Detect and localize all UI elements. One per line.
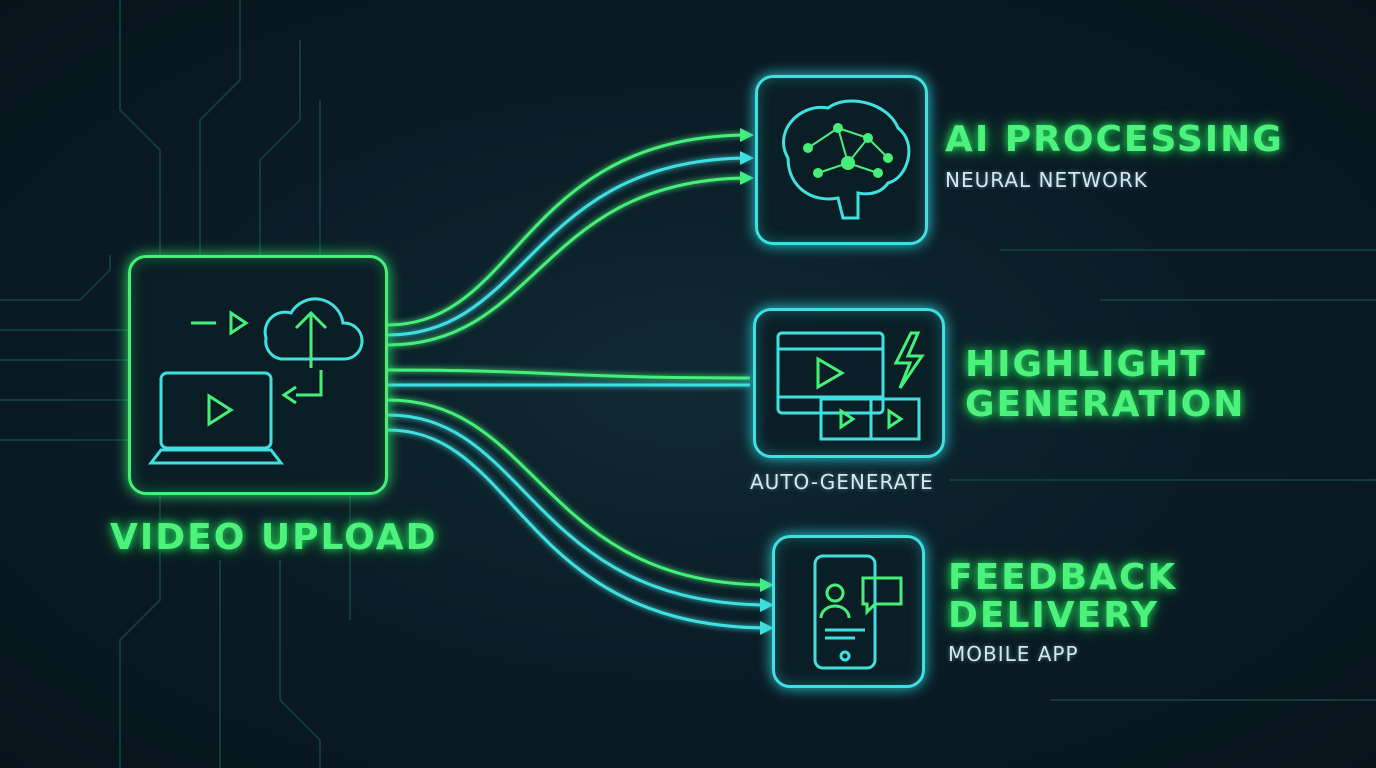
arrowhead bbox=[740, 151, 754, 165]
ai-processing-box bbox=[755, 75, 928, 245]
highlight-generation-title-line-1: HIGHLIGHT bbox=[965, 344, 1207, 385]
arrowhead bbox=[760, 621, 774, 635]
feedback-delivery-title-line-1: FEEDBACK bbox=[948, 557, 1178, 598]
flow-line-feedback bbox=[387, 398, 771, 587]
film-lightning-icon bbox=[776, 331, 925, 441]
feedback-delivery-title-line-2: DELIVERY bbox=[948, 595, 1160, 636]
highlight-generation-title-line-2: GENERATION bbox=[965, 384, 1246, 425]
feedback-delivery-box bbox=[772, 535, 925, 688]
flow-line-ai bbox=[387, 156, 751, 337]
ai-processing-subtitle: NEURAL NETWORK bbox=[945, 168, 1148, 192]
highlight-generation-subtitle: AUTO-GENERATE bbox=[750, 470, 934, 494]
flow-line-ai bbox=[387, 176, 751, 347]
feedback-delivery-subtitle: MOBILE APP bbox=[948, 642, 1079, 666]
video-upload-box bbox=[128, 255, 388, 495]
highlight-generation-box bbox=[753, 308, 945, 458]
flow-line-feedback bbox=[387, 413, 771, 607]
arrowhead bbox=[740, 171, 754, 185]
arrowhead bbox=[740, 128, 754, 142]
ai-processing-title: AI PROCESSING bbox=[945, 119, 1284, 160]
flow-line-highlight bbox=[387, 368, 751, 380]
arrowhead bbox=[760, 578, 774, 592]
laptop-cloud-upload-icon bbox=[147, 297, 364, 465]
flow-line-feedback bbox=[387, 428, 771, 630]
flow-line-ai bbox=[387, 133, 751, 327]
arrowhead bbox=[760, 598, 774, 612]
brain-network-icon bbox=[782, 99, 911, 220]
mobile-chat-icon bbox=[813, 554, 903, 670]
video-upload-label: VIDEO UPLOAD bbox=[110, 517, 438, 558]
arrowheads bbox=[740, 128, 774, 635]
